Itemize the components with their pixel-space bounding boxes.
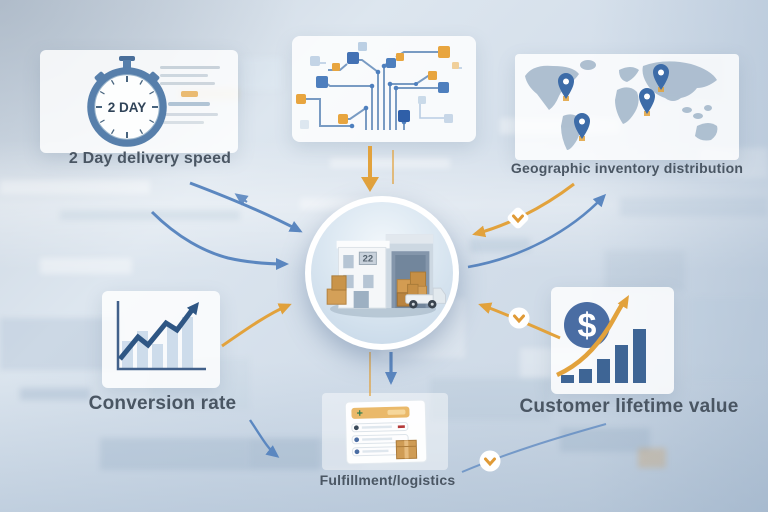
stopwatch-text: 2 DAY — [108, 100, 147, 115]
warehouse-icon: 22 — [311, 202, 453, 344]
world-map-icon — [525, 60, 718, 150]
package-box-icon — [395, 439, 418, 460]
building-number: 22 — [363, 254, 374, 265]
arrow-delivery-to-hub-lower — [150, 210, 289, 270]
warehouse-hub: 22 — [305, 196, 459, 350]
arrow-map-to-hub — [472, 182, 575, 238]
circuit-network-icon — [296, 42, 462, 130]
customer-lifetime-value-label: Customer lifetime value — [519, 396, 739, 417]
check-badge — [508, 307, 530, 329]
dollar-growth-chart-icon: $ — [556, 295, 646, 383]
arrowhead-to-delivery — [234, 193, 249, 206]
conversion-rate-label: Conversion rate — [88, 393, 237, 414]
check-badge — [479, 450, 501, 472]
arrow-hub-to-map — [467, 193, 607, 269]
geographic-distribution-label: Geographic inventory distribution — [510, 160, 744, 176]
delivery-truck-icon — [405, 283, 446, 309]
network-card — [292, 36, 476, 142]
dollar-symbol: $ — [578, 307, 597, 345]
checklist-icon: + — [344, 399, 428, 465]
arrow-conversion-to-hub — [221, 303, 292, 348]
location-pin-icon — [558, 64, 669, 141]
growth-chart-icon — [116, 301, 206, 371]
check-badge — [507, 207, 529, 229]
delivery-speed-label: 2 Day delivery speed — [68, 150, 232, 167]
geographic-map-card — [515, 54, 739, 160]
customer-lifetime-value-card: $ — [551, 287, 674, 394]
arrow-conversion-down — [249, 419, 280, 458]
plus-icon: + — [356, 408, 363, 420]
delivery-speed-card: 2 DAY — [40, 50, 238, 153]
curve-fulfillment-to-clv — [461, 423, 607, 473]
arrow-delivery-to-hub-upper — [189, 181, 303, 233]
conversion-rate-card — [102, 291, 220, 388]
dollar-circle-icon — [564, 302, 610, 348]
stopwatch-icon: 2 DAY — [87, 56, 167, 147]
fulfillment-logistics-label: Fulfillment/logistics — [319, 472, 456, 488]
